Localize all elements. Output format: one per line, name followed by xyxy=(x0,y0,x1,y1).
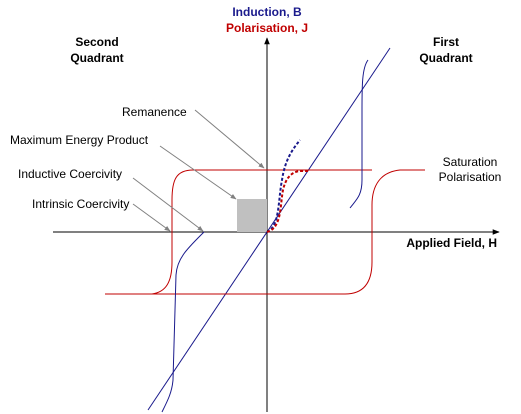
remanence-label: Remanence xyxy=(122,105,187,119)
first-quadrant-label-line1: First xyxy=(433,35,459,49)
induction-loop xyxy=(161,59,369,413)
intrinsic-coercivity-label: Intrinsic Coercivity xyxy=(32,197,129,211)
inductive-coercivity-label: Inductive Coercivity xyxy=(18,167,122,181)
induction-line xyxy=(147,47,391,411)
second-quadrant-label-line2: Quadrant xyxy=(70,51,123,65)
max-energy-product-label: Maximum Energy Product xyxy=(10,133,149,147)
polarisation-label: Polarisation, J xyxy=(226,21,308,35)
saturation-polarisation-label-line1: Saturation xyxy=(443,155,498,169)
inductive-coercivity-leader xyxy=(132,177,204,232)
max-energy-product-box xyxy=(237,199,267,232)
applied-field-label: Applied Field, H xyxy=(406,236,497,250)
initial-induction-curve xyxy=(266,139,301,233)
first-quadrant-label-line2: Quadrant xyxy=(419,51,472,65)
intrinsic-coercivity-leader xyxy=(132,203,171,232)
induction-label: Induction, B xyxy=(232,5,302,19)
polarisation-loop xyxy=(105,169,425,295)
max-energy-leader xyxy=(159,145,237,200)
saturation-polarisation-label-line2: Polarisation xyxy=(439,170,502,184)
remanence-leader xyxy=(194,109,265,169)
initial-polarisation-curve xyxy=(266,170,310,233)
second-quadrant-label-line1: Second xyxy=(75,35,118,49)
